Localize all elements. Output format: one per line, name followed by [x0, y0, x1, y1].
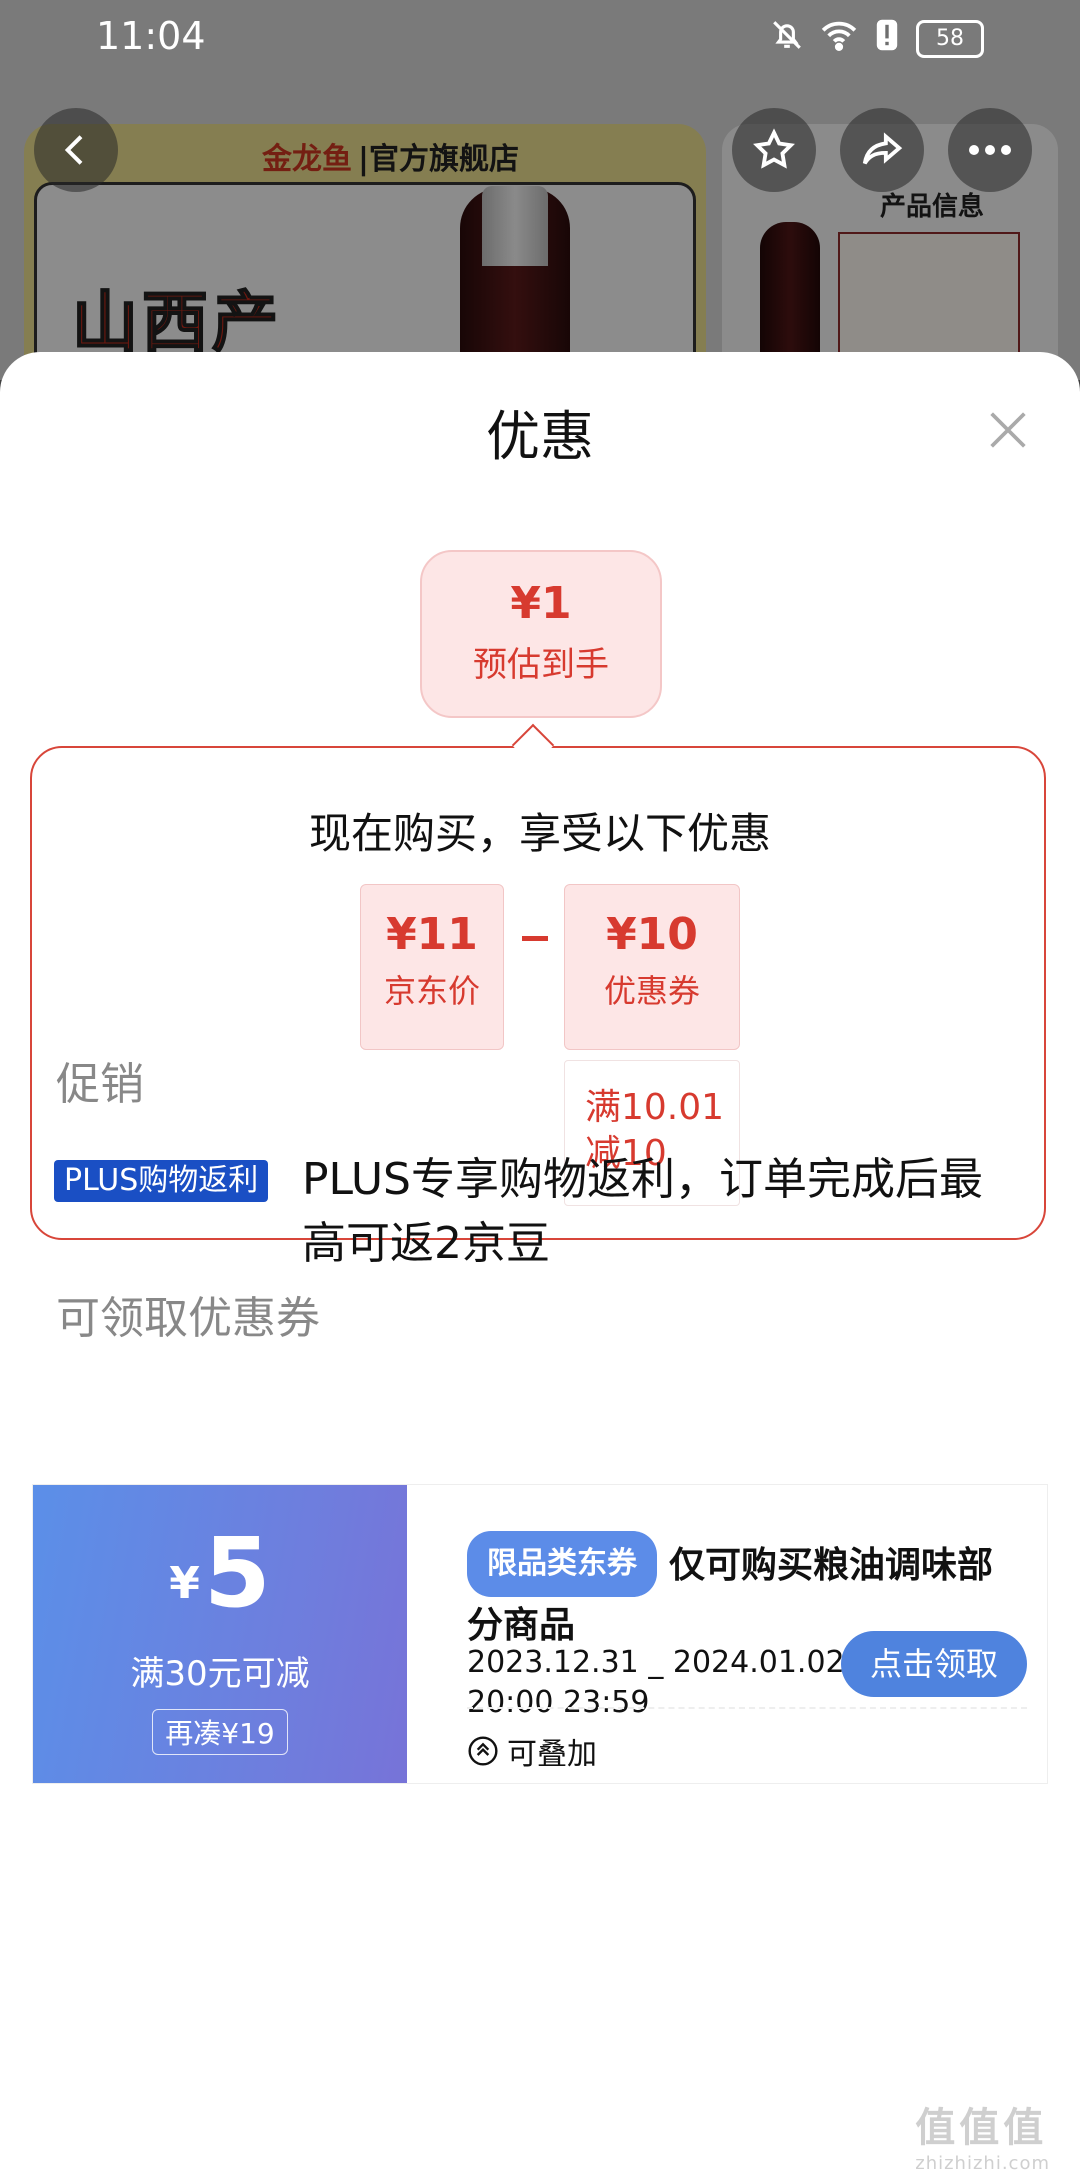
coupon-condition-line: 满10.01	[585, 1087, 725, 1128]
product-info-title: 产品信息	[880, 192, 985, 222]
watermark-main: 值值值	[915, 2105, 1048, 2151]
estimated-price-label: 预估到手	[473, 645, 609, 685]
coupon-date-end: 2024.01.02	[672, 1645, 845, 1680]
back-button[interactable]	[34, 108, 118, 192]
coupon-currency: ¥	[169, 1558, 200, 1609]
coupon-stackable-label: 可叠加	[507, 1737, 597, 1772]
brand-banner: 金龙鱼|官方旗舰店	[262, 142, 519, 177]
chevron-left-icon	[64, 135, 83, 165]
estimated-price: ¥1	[510, 578, 572, 629]
jd-price-value: ¥11	[386, 909, 478, 960]
coupon-condition-box: 满10.01 减10	[564, 1060, 740, 1206]
watermark-sub: zhizhizhi.com	[915, 2153, 1050, 2174]
bell-muted-icon	[770, 18, 804, 60]
coupon-threshold: 满30元可减	[130, 1654, 310, 1694]
jd-price-label: 京东价	[383, 972, 480, 1010]
stackable-icon	[468, 1736, 498, 1766]
close-button[interactable]	[980, 402, 1036, 458]
more-dots-icon	[969, 145, 1011, 155]
coupon-amount-value: 5	[203, 1517, 271, 1629]
promotion-section-title: 促销	[56, 1059, 144, 1110]
coupon-condition-line: 减10	[585, 1133, 667, 1174]
discount-detail-box: 现在购买，享受以下优惠 ¥11 京东价 ¥10 优惠券 满10.01 减10	[30, 746, 1046, 1240]
share-button[interactable]	[840, 108, 924, 192]
wifi-icon	[820, 19, 858, 59]
coupon-info-panel: 限品类东券仅可购买粮油调味部分商品 2023.12.31 _ 2024.01.0…	[407, 1485, 1047, 1783]
coupon-discount-value: ¥10	[606, 909, 698, 960]
plus-rebate-text: PLUS专享购物返利，订单完成后最高可返2京豆	[302, 1154, 983, 1269]
close-icon	[990, 412, 1026, 448]
coupon-time-range: 20:00 23:59	[467, 1683, 845, 1723]
coupon-validity: 2023.12.31 _ 2024.01.02 20:00 23:59	[467, 1643, 845, 1723]
brand-name: 官方旗舰店	[368, 142, 519, 177]
minus-sign	[522, 936, 548, 941]
coupon-time-start: 20:00	[467, 1685, 554, 1720]
alert-icon	[874, 18, 900, 60]
product-headline: 山西产	[71, 283, 282, 362]
plus-rebate-tag: PLUS购物返利	[54, 1160, 269, 1202]
coupon-time-end: 23:59	[563, 1685, 650, 1720]
coupon-discount-label: 优惠券	[603, 972, 700, 1010]
coupons-section-title: 可领取优惠券	[56, 1293, 320, 1344]
coupon-divider	[467, 1707, 1027, 1709]
site-watermark: 值值值 zhizhizhi.com	[915, 2095, 1050, 2174]
share-icon	[862, 132, 903, 165]
coupon-title: 限品类东券仅可购买粮油调味部分商品	[467, 1531, 1027, 1655]
estimated-price-box: ¥1 预估到手	[420, 550, 662, 718]
coupon-amount-panel: ¥5 满30元可减 再凑¥19	[33, 1485, 407, 1783]
jd-price-box: ¥11 京东价	[360, 884, 504, 1050]
coupon-date-start: 2023.12.31	[467, 1645, 639, 1680]
coupon-title-text: 仅可购买粮油调味部分商品	[467, 1545, 994, 1646]
coupon-stackable: 可叠加	[467, 1729, 597, 1773]
discount-sheet: 优惠 ¥1 预估到手 现在购买，享受以下优惠 ¥11 京东价 ¥10 优惠券 满…	[0, 352, 1080, 2178]
product-image-frame	[34, 182, 696, 380]
star-icon	[753, 128, 795, 169]
favorite-button[interactable]	[732, 108, 816, 192]
coupon-more-needed: 再凑¥19	[152, 1709, 288, 1755]
brand-logo: 金龙鱼	[262, 142, 352, 177]
product-image-main: 金龙鱼|官方旗舰店 山西产	[24, 124, 706, 380]
discount-detail-heading: 现在购买，享受以下优惠	[308, 809, 771, 858]
claim-coupon-button[interactable]: 点击领取	[841, 1631, 1027, 1697]
battery-icon: 58	[916, 20, 984, 58]
coupon-category-tag: 限品类东券	[467, 1531, 657, 1597]
coupon-discount-box: ¥10 优惠券	[564, 884, 740, 1050]
status-time: 11:04	[96, 14, 206, 58]
status-bar: 11:04 58	[0, 0, 1080, 74]
bottle-cap-illustration	[482, 186, 548, 266]
sheet-title: 优惠	[486, 405, 594, 468]
coupon-date-range: 2023.12.31 _ 2024.01.02	[467, 1645, 845, 1680]
status-icons: 58	[770, 18, 984, 60]
coupon-card: ¥5 满30元可减 再凑¥19 限品类东券仅可购买粮油调味部分商品 2023.1…	[32, 1484, 1048, 1784]
more-button[interactable]	[948, 108, 1032, 192]
background-product-page: 商品 评价 详情 推荐 金龙鱼|官方旗舰店 山西产 产品信息	[0, 0, 1080, 380]
coupon-amount: ¥5	[33, 1523, 407, 1634]
